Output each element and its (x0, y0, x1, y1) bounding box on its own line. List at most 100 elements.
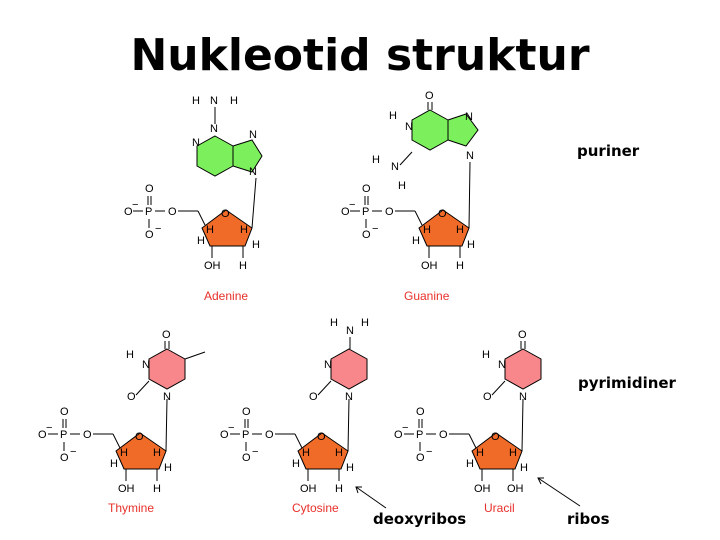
phosphate-charge: − (426, 446, 432, 458)
guanine-amino-hydrogen: H (372, 154, 380, 166)
sugar-hydrogen: H (302, 447, 310, 459)
phosphate-oxygen: O (265, 429, 274, 441)
sugar-hydrogen: H (476, 447, 484, 459)
pyrimidines-label: pyrimidiner (578, 374, 676, 392)
adenine-ring-nitrogen: N (249, 129, 257, 141)
sugar-2prime-group: OH (507, 483, 524, 495)
cytosine-ring-nitrogen: N (324, 359, 332, 371)
uracil-carbonyl-oxygen: O (518, 329, 527, 341)
thymine-carbonyl-oxygen: O (127, 391, 136, 403)
thymine-sugar: O H H H H OH H (110, 398, 172, 495)
phosphate-phosphorus: P (416, 429, 423, 441)
sugar-hydrogen: H (335, 447, 343, 459)
phosphate-charge: − (372, 223, 378, 235)
uracil-nucleotide: O O − P O O − O H H H H OH OH (394, 329, 542, 515)
uracil-label: Uracil (484, 501, 515, 515)
adenine-nucleotide: O O − P O O − O H H H H OH H (124, 95, 263, 303)
sugar-hydrogen: H (423, 224, 431, 236)
phosphate-oxygen: O (220, 429, 229, 441)
sugar-2prime-group: H (239, 260, 247, 272)
phosphate-charge: − (70, 446, 76, 458)
phosphate-phosphorus: P (362, 206, 369, 218)
thymine-ring-nitrogen: N (142, 359, 150, 371)
ribose-label: ribos (567, 510, 610, 528)
purines-label: puriner (577, 142, 640, 160)
phosphate-oxygen: O (60, 406, 69, 418)
phosphate-oxygen: O (439, 429, 448, 441)
guanine-phosphate-group: O O − P O O − (341, 183, 423, 241)
phosphate-oxygen: O (83, 429, 92, 441)
sugar-hydrogen: H (412, 235, 420, 247)
guanine-nucleotide: O O − P O O − O H H H H OH H (341, 90, 479, 303)
phosphate-oxygen: O (362, 183, 371, 195)
uracil-carbonyl-oxygen: O (483, 391, 492, 403)
cytosine-amino-nitrogen: N (346, 325, 354, 337)
sugar-hydrogen: H (110, 458, 118, 470)
guanine-base: O H N N N H N H (372, 90, 479, 192)
deoxyribose-label: deoxyribos (373, 510, 467, 528)
thymine-phosphate-group: O O − P O O − (38, 406, 121, 464)
phosphate-charge: − (228, 422, 234, 434)
phosphate-oxygen: O (362, 229, 371, 241)
phosphate-charge: − (46, 422, 52, 434)
phosphate-oxygen: O (394, 429, 403, 441)
sugar-hydrogen: H (292, 458, 300, 470)
thymine-ring-nitrogen: N (163, 391, 171, 403)
adenine-amino-hydrogen: H (192, 95, 200, 107)
cytosine-base: H N H N O N (309, 317, 369, 403)
sugar-hydrogen: H (240, 224, 248, 236)
cytosine-amino-hydrogen: H (361, 317, 369, 329)
cytosine-label: Cytosine (292, 501, 339, 515)
sugar-hydrogen: H (346, 462, 354, 474)
adenine-sugar: O H H H H OH H (197, 177, 260, 272)
phosphate-phosphorus: P (145, 206, 152, 218)
uracil-phosphate-group: O O − P O O − (394, 406, 477, 464)
phosphate-oxygen: O (124, 206, 133, 218)
sugar-hydrogen: H (467, 239, 475, 251)
phosphate-charge: − (252, 446, 258, 458)
phosphate-charge: − (155, 223, 161, 235)
guanine-ring-hydrogen: H (389, 110, 397, 122)
phosphate-charge: − (132, 199, 138, 211)
phosphate-oxygen: O (242, 406, 251, 418)
thymine-carbonyl-oxygen: O (162, 329, 171, 341)
sugar-hydrogen: H (466, 458, 474, 470)
sugar-ring-oxygen: O (135, 431, 144, 443)
phosphate-charge: − (402, 422, 408, 434)
phosphate-oxygen: O (60, 452, 69, 464)
uracil-ring-hydrogen: H (482, 349, 490, 361)
adenine-ring-nitrogen: N (249, 166, 257, 178)
adenine-phosphate-group: O O − P O O − (124, 183, 206, 241)
sugar-hydrogen: H (120, 447, 128, 459)
sugar-3prime-group: OH (300, 483, 317, 495)
thymine-base: O H N O N (126, 329, 206, 403)
slide-title: Nukleotid struktur (130, 30, 590, 81)
guanine-amino-nitrogen: N (391, 161, 399, 173)
thymine-nucleotide: O O − P O O − O H H H H OH H (38, 329, 206, 515)
adenine-ring-nitrogen: N (192, 137, 200, 149)
sugar-hydrogen: H (509, 447, 517, 459)
guanine-sugar: O H H H H OH H (412, 161, 475, 272)
adenine-base: N H N H N N N (192, 95, 263, 178)
sugar-hydrogen: H (252, 239, 260, 251)
cytosine-amino-hydrogen: H (330, 317, 338, 329)
adenine-amino-nitrogen: N (210, 123, 218, 135)
phosphate-phosphorus: P (60, 429, 67, 441)
sugar-ring-oxygen: O (221, 208, 230, 220)
sugar-2prime-group: H (335, 483, 343, 495)
phosphate-phosphorus: P (242, 429, 249, 441)
uracil-sugar: O H H H H OH OH (466, 398, 528, 495)
phosphate-oxygen: O (168, 206, 177, 218)
cytosine-ring-nitrogen: N (345, 391, 353, 403)
adenine-amino-group-nitrogen: N (210, 95, 218, 107)
thymine-label: Thymine (108, 501, 154, 515)
phosphate-oxygen: O (416, 406, 425, 418)
phosphate-oxygen: O (145, 183, 154, 195)
sugar-hydrogen: H (153, 447, 161, 459)
sugar-3prime-group: OH (474, 483, 491, 495)
phosphate-oxygen: O (242, 452, 251, 464)
guanine-ring-nitrogen: N (466, 150, 474, 162)
sugar-3prime-group: OH (204, 260, 221, 272)
sugar-hydrogen: H (206, 224, 214, 236)
